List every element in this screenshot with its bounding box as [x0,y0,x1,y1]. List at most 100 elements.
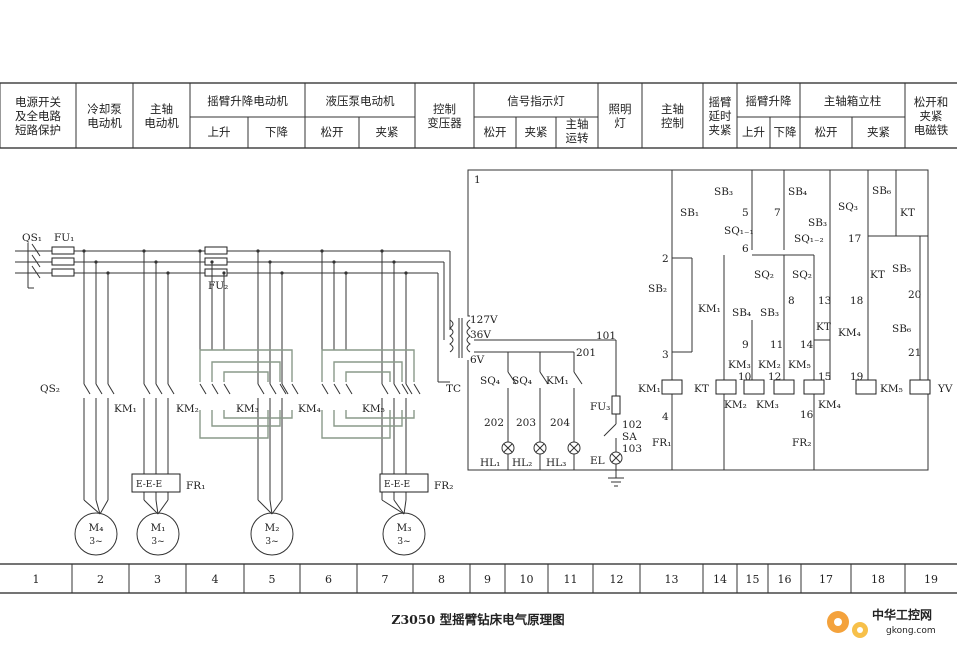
lamp-switch-label: KM₁ [546,375,569,387]
lamp-switch-label: SQ₄ [480,375,500,387]
header-cell-7: 信号指示灯松开夹紧主轴运转 [484,94,589,145]
header-sub-label: 夹紧 [867,125,890,139]
header-sub-label: 主轴 [566,117,589,131]
lamp-label: HL₃ [546,457,566,469]
sb3-b-label: SB₃ [808,217,827,229]
header-group-title: 液压泵电动机 [326,94,395,108]
motor-m1: M₁3~ [136,512,180,556]
node-17-label: 17 [848,233,861,245]
km4-int-label: KM₄ [838,327,861,339]
6v-label: 6V [470,354,485,366]
node-101-label: 101 [596,330,616,342]
header-line: 控制 [433,102,456,116]
node-11-label: 11 [770,339,783,351]
lamp-node-label: 203 [516,417,536,429]
column-number: 9 [484,573,491,586]
node-21-label: 21 [908,347,921,359]
sb3-label: SB₃ [714,186,733,198]
m3-reversing-wiring [321,349,415,439]
km2-main-label: KM₂ [176,403,199,415]
sb6-label: SB₆ [872,185,891,197]
km2-coil-label: KM₂ [724,399,747,411]
km1-hold-label: KM₁ [698,303,721,315]
km1-main-label: KM₁ [114,403,137,415]
header-line: 电磁铁 [914,123,949,137]
sq1-2-label: SQ₁₋₂ [794,233,824,245]
fu1-fuses: FU₁ [51,232,75,277]
column-number: 16 [778,573,792,586]
node-15-label: 15 [818,371,831,383]
km4-coil-label: KM₄ [818,399,841,411]
km5-int-label: KM₅ [788,359,811,371]
column-number: 2 [97,573,104,586]
column-number: 18 [871,573,885,586]
header-sub-label: 上升 [742,125,765,139]
header-cell-5: 液压泵电动机松开夹紧 [321,94,399,139]
kt-contact-label: KT [816,321,831,333]
header-line: 主轴 [661,102,684,116]
column-number: 7 [382,573,389,586]
header-cell-4: 摇臂升降电动机上升下降 [207,94,288,139]
fu2-fuses: FU₂ [204,246,228,292]
node-14-label: 14 [800,339,814,351]
motor-m4: M₄ 3~ [74,512,118,556]
kt-right-label: KT [900,207,915,219]
motor-label: M₁ [151,522,166,534]
motor-phase: 3~ [265,537,278,547]
motor-m3: M₃3~ [382,512,426,556]
km1-coil-label: KM₁ [638,383,661,395]
sb1-label: SB₁ [680,207,699,219]
column-number: 4 [212,573,219,586]
lamp-switch-label: SQ₄ [512,375,532,387]
header-sub-label: 松开 [484,125,507,139]
el-label: EL [590,455,605,467]
fr1-label: FR₁ [186,480,205,492]
header-group-title: 主轴箱立柱 [824,94,882,108]
node-16-label: 16 [800,409,814,421]
km4-main-label: KM₄ [298,403,321,415]
motor-label: M₂ [265,522,280,534]
header-group-title: 摇臂升降电动机 [207,94,288,108]
motor-label: M₄ [89,522,104,534]
header-line: 松开和 [914,95,949,109]
watermark-url: gkong.com [886,626,936,636]
motor-phase: 3~ [89,537,102,547]
qs1-label: QS₁ [22,232,42,244]
header-line: 及全电路 [15,109,61,123]
control-circuit: 1 101 FU₃ 102 SA 103 EL 201 SQ₄202HL₁SQ₄… [467,169,953,487]
column-number: 3 [154,573,161,586]
motor-label: M₃ [397,522,412,534]
column-number: 15 [746,573,760,586]
header-line: 夹紧 [920,109,943,123]
node-13-label: 13 [818,295,831,307]
header-line: 延时 [709,109,732,123]
header-group-title: 信号指示灯 [507,94,565,108]
fu2-label: FU₂ [208,280,228,292]
gear-icon [827,611,868,638]
fr1-ctrl-label: FR₁ [652,437,671,449]
kt-delay-label: KT [870,269,885,281]
header-line: 冷却泵 [87,102,122,116]
node-201-label: 201 [576,347,596,359]
qs1-switch: QS₁ [22,232,42,289]
header-sub-label: 下降 [774,125,797,139]
node-5-label: 5 [742,207,749,219]
lamp-node-label: 202 [484,417,504,429]
header-sub-label: 运转 [566,131,589,145]
header-group-title: 摇臂升降 [746,94,792,108]
sb3-c-label: SB₃ [760,307,779,319]
header-table: 电源开关及全电路短路保护冷却泵电动机主轴电动机摇臂升降电动机上升下降液压泵电动机… [0,82,957,149]
sq2-b-label: SQ₂ [792,269,812,281]
header-line: 控制 [661,116,684,130]
header-line: 短路保护 [15,123,61,137]
node-3-label: 3 [662,349,669,361]
sq1-1-label: SQ₁₋₁ [724,225,754,237]
node-7-label: 7 [774,207,781,219]
sb5-label: SB₅ [892,263,911,275]
